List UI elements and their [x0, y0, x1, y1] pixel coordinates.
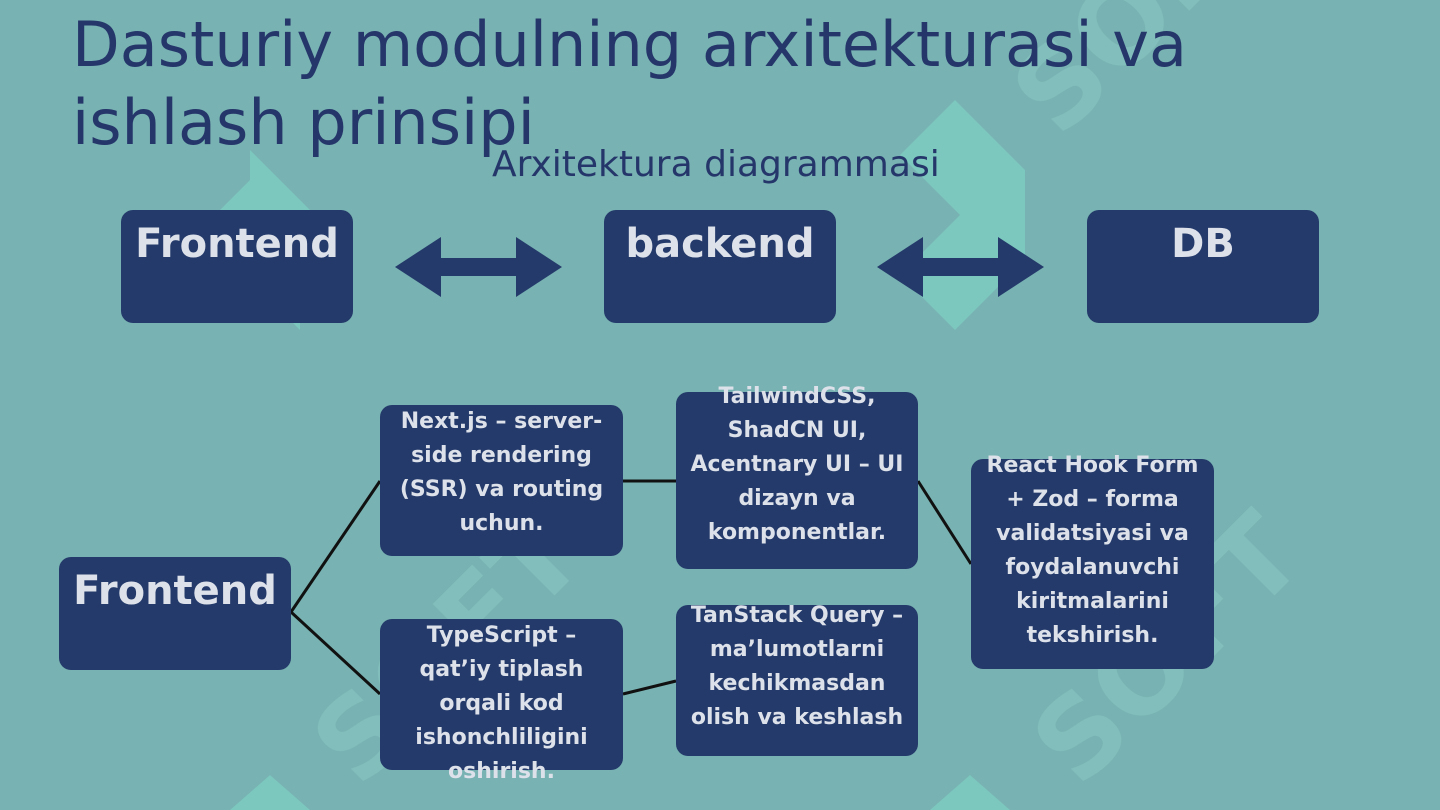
watermark-shape [930, 775, 1010, 810]
tree-node-tailwind-label: TailwindCSS, ShadCN UI, Acentnary UI – U… [690, 384, 904, 545]
tree-node-typescript: TypeScript – qat’iy tiplash orqali kod i… [380, 619, 623, 784]
watermark-shape [230, 775, 310, 810]
tree-node-reacthookform: React Hook Form + Zod – forma validatsiy… [971, 453, 1214, 669]
tree-node-tanstack: TanStack Query – ma’lumotlarni kechikmas… [676, 603, 918, 756]
node-db-label: DB [1171, 221, 1235, 267]
tree-root-frontend: Frontend [59, 557, 291, 670]
tree-node-tanstack-label: TanStack Query – ma’lumotlarni kechikmas… [690, 603, 904, 730]
tree-node-typescript-label: TypeScript – qat’iy tiplash orqali kod i… [415, 623, 588, 784]
node-backend: backend [604, 210, 836, 323]
tree-node-nextjs: Next.js – server-side rendering (SSR) va… [380, 405, 623, 556]
tree-node-tailwind: TailwindCSS, ShadCN UI, Acentnary UI – U… [676, 384, 918, 569]
tree-root-label: Frontend [73, 568, 277, 614]
page-title: Dasturiy modulning arxitekturasi va ishl… [72, 8, 1187, 159]
node-frontend: Frontend [121, 210, 353, 323]
node-frontend-label: Frontend [135, 221, 339, 267]
tree-node-nextjs-label: Next.js – server-side rendering (SSR) va… [399, 409, 604, 536]
node-db: DB [1087, 210, 1319, 323]
diagram-subtitle: Arxitektura diagrammasi [492, 144, 940, 185]
node-backend-label: backend [625, 221, 815, 267]
tree-node-reacthookform-label: React Hook Form + Zod – forma validatsiy… [986, 453, 1199, 648]
